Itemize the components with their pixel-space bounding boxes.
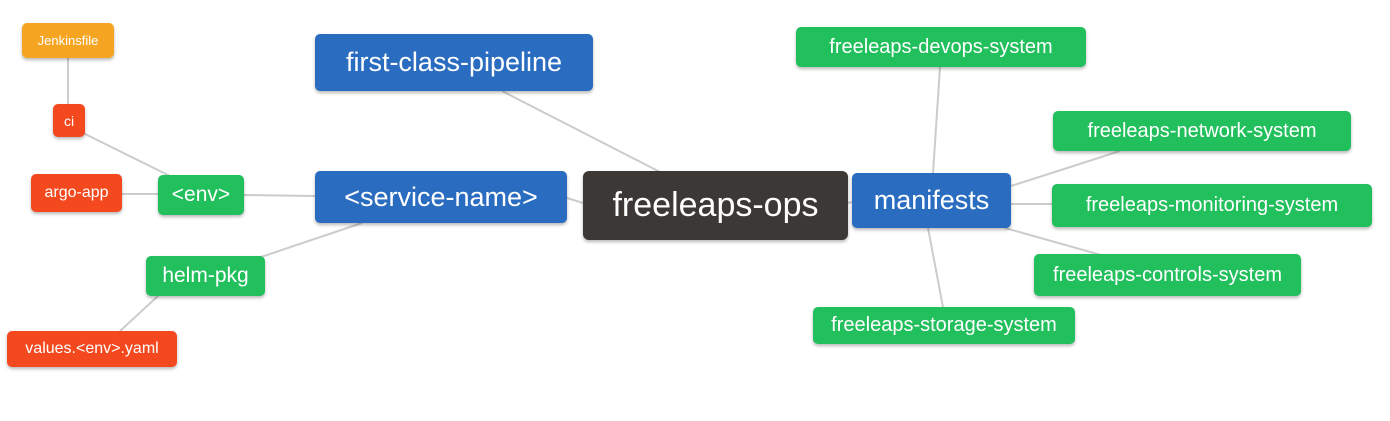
edge-first-class-pipeline-ops	[501, 90, 661, 173]
node-freeleaps-controls-system[interactable]: freeleaps-controls-system	[1034, 254, 1301, 296]
node-freeleaps-ops-root[interactable]: freeleaps-ops	[583, 171, 848, 240]
node-freeleaps-network-system[interactable]: freeleaps-network-system	[1053, 111, 1351, 151]
node-freeleaps-monitoring-system[interactable]: freeleaps-monitoring-system	[1052, 184, 1372, 227]
node-manifests[interactable]: manifests	[852, 173, 1011, 228]
node-argo-app[interactable]: argo-app	[31, 174, 122, 212]
node-jenkinsfile[interactable]: Jenkinsfile	[22, 23, 114, 58]
edge-ci-env	[80, 131, 173, 178]
node-service-name[interactable]: <service-name>	[315, 171, 567, 223]
edge-manifests-network-system	[1010, 150, 1121, 187]
edge-service-name-ops	[566, 197, 584, 204]
node-env[interactable]: <env>	[158, 175, 244, 215]
node-values-env-yaml[interactable]: values.<env>.yaml	[7, 331, 177, 367]
edge-manifests-controls-system	[1004, 227, 1109, 258]
edge-manifests-storage-system	[927, 227, 944, 308]
edge-helm-pkg-service-name	[257, 222, 363, 259]
node-freeleaps-storage-system[interactable]: freeleaps-storage-system	[813, 307, 1075, 344]
edge-env-service-name	[243, 194, 316, 197]
node-first-class-pipeline[interactable]: first-class-pipeline	[315, 34, 593, 91]
node-ci[interactable]: ci	[53, 104, 85, 137]
node-freeleaps-devops-system[interactable]: freeleaps-devops-system	[796, 27, 1086, 67]
node-helm-pkg[interactable]: helm-pkg	[146, 256, 265, 296]
edge-values-helm-pkg	[119, 295, 159, 332]
edge-manifests-devops-system	[932, 66, 941, 174]
